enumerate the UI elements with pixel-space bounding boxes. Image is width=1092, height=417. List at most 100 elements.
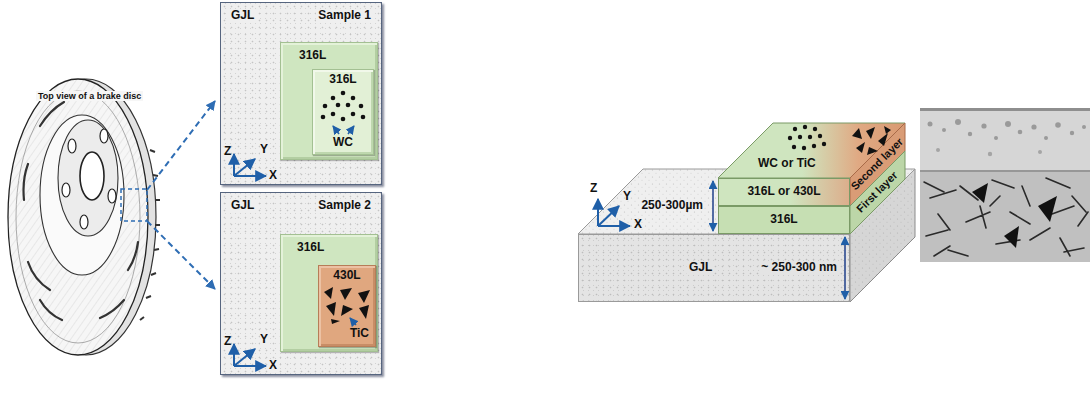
material-text: 430L: [333, 269, 360, 283]
wc-particles: [351, 96, 356, 101]
material-text: 316L or 430L: [747, 185, 820, 199]
material-text: 316L: [299, 49, 326, 63]
wc-particles: [802, 146, 806, 150]
micrograph: [920, 108, 1090, 111]
material-text: GJL: [687, 261, 714, 275]
wc-particles: [359, 104, 364, 109]
micrograph: [981, 123, 986, 128]
brake-disc-drawing: [80, 152, 104, 200]
micrograph: [1004, 226, 1019, 248]
figure-caption: Top view of a brake disc: [36, 91, 143, 101]
wc-particles: [793, 127, 797, 131]
reinforcement-label: WC or TiC: [758, 157, 816, 171]
brake-disc-drawing: [16, 91, 140, 343]
brake-disc-drawing: [108, 189, 116, 203]
axis-triad: [234, 344, 266, 366]
tic-particles: [324, 287, 370, 324]
wc-particles: [346, 103, 351, 108]
brake-disc-drawing: [16, 79, 156, 355]
tic-particles: [324, 287, 333, 299]
brake-disc-drawing: [58, 120, 118, 236]
wc-particles: [813, 127, 817, 131]
brake-disc-drawing: [140, 150, 160, 320]
micrograph: [1005, 121, 1011, 127]
wc-particles: [331, 112, 336, 117]
axis-label: Y: [260, 143, 268, 157]
micrograph: [1031, 124, 1036, 129]
axis-triad: [597, 199, 599, 226]
wc-particles: [361, 115, 366, 120]
axis-triad: [598, 199, 630, 226]
tic-particles: [359, 305, 369, 319]
material-text: WC: [333, 136, 353, 150]
axis-label: X: [269, 169, 277, 183]
micrograph: [1055, 122, 1061, 128]
axis-label: Z: [224, 335, 231, 349]
tic-particles: [866, 127, 875, 139]
wc-particles: [788, 136, 792, 140]
axis-label: Y: [260, 333, 268, 347]
wc-particles: [341, 91, 346, 96]
coating-box: 316L316L WC: [280, 42, 378, 160]
micrograph: [1018, 130, 1023, 135]
micrograph: [994, 136, 998, 140]
dimension-arrow: [845, 237, 846, 299]
material-text: 316L: [329, 73, 356, 87]
tic-particles: [884, 126, 891, 134]
micrograph: [988, 152, 992, 156]
micrograph: [972, 183, 988, 203]
brake-disc-drawing: [40, 115, 124, 275]
axis-triad: [234, 365, 266, 367]
tic-particles: [358, 290, 370, 303]
axis-label: X: [269, 359, 277, 373]
particle-pointer: [348, 126, 354, 134]
particle-pointer: [333, 126, 339, 134]
material-text: GJL: [229, 9, 256, 23]
wc-particles: [321, 91, 366, 122]
substrate-band: GJL ~ 250-300 nm: [578, 234, 850, 302]
material-text: Sample 1: [316, 9, 373, 23]
wc-particles: [803, 125, 807, 129]
axis-triad: [234, 349, 255, 366]
particle-pointer: [350, 318, 356, 325]
micrograph: [920, 108, 1090, 262]
micrograph: [955, 119, 961, 125]
layer-band: 316L: [718, 206, 850, 234]
coating-layers: [718, 123, 905, 234]
zoom-marker: [121, 101, 215, 289]
material-text: ~ 250-300 nm: [759, 261, 839, 275]
axis-label: Y: [623, 190, 631, 204]
brake-disc-drawing: [62, 183, 70, 197]
axis-triad: [233, 344, 235, 366]
dimension-arrow: [844, 237, 846, 299]
wc-particles: [336, 103, 341, 108]
brake-disc-drawing: [8, 79, 160, 355]
axis-triad: [234, 159, 255, 176]
micrograph: [942, 128, 946, 132]
axis-triad: [234, 154, 266, 176]
brake-disc-drawing: [68, 139, 76, 153]
brake-disc-drawing: [100, 129, 108, 143]
substrate-panel: GJLSample 2316L430LTiC: [220, 192, 382, 375]
brake-disc-drawing: [24, 102, 139, 320]
wc-particles: [808, 135, 812, 139]
layer-band: 316L or 430L: [718, 178, 850, 206]
brake-disc-drawing: [80, 215, 88, 229]
wc-particles: [323, 104, 328, 109]
tic-particles: [326, 302, 336, 316]
wc-particles: [818, 134, 822, 138]
axis-triad: [234, 175, 266, 177]
wc-particles: [812, 144, 816, 148]
particle-pointer: [333, 126, 354, 134]
micrograph: [920, 170, 1090, 262]
tic-particles: [852, 128, 862, 139]
dimension-arrow: [712, 181, 714, 231]
tic-particles: [856, 142, 865, 153]
micrograph: [1082, 125, 1086, 129]
wc-particles: [341, 117, 346, 122]
wc-particles: [331, 96, 336, 101]
wc-particles: [792, 145, 796, 149]
